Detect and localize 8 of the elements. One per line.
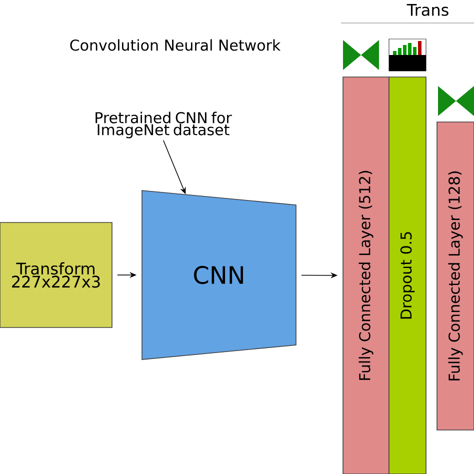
layer-bar: Fully Connected Layer (128) bbox=[436, 122, 474, 430]
header-text: Trans bbox=[406, 4, 448, 16]
trapezoid-block: CNN bbox=[142, 190, 296, 360]
section-title: Convolution Neural Network bbox=[70, 39, 281, 51]
layer-bar: Dropout 0.5 bbox=[388, 76, 426, 474]
process-box: Transform 227x227x3 bbox=[0, 222, 112, 328]
annotation-text: Pretrained CNN for ImageNet dataset bbox=[96, 112, 232, 138]
layer-bar: Fully Connected Layer (512) bbox=[342, 76, 390, 474]
